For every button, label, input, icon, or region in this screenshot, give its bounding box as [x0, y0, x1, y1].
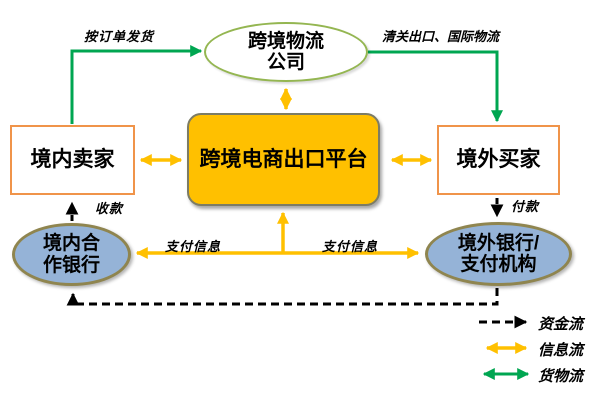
- node-logistics-company-label-line1: 跨境物流: [247, 30, 324, 52]
- legend-item-goods-flow: 货物流: [538, 368, 584, 385]
- node-export-platform: 跨境电商出口平台: [187, 113, 380, 206]
- edge-label-receive-payment: 收款: [95, 201, 124, 216]
- node-overseas-buyer-label: 境外买家: [456, 148, 541, 172]
- funds-flow-overseas-to-domestic-bank-arrow: [66, 288, 499, 306]
- node-overseas-bank-label-line2: 支付机构: [460, 254, 537, 275]
- node-domestic-partner-bank-label-line1: 境内合: [42, 233, 100, 255]
- node-overseas-bank-label-line1: 境外银行/: [457, 232, 540, 254]
- edge-label-customs-intl-logistics: 清关出口、国际物流: [382, 29, 500, 44]
- edge-label-payment-info-right: 支付信息: [322, 239, 379, 254]
- edge-label-ship-by-order: 按订单发货: [84, 29, 155, 44]
- goods-flow-seller-to-logistics-arrow: [70, 45, 203, 124]
- edge-label-make-payment: 付款: [511, 199, 540, 214]
- node-logistics-company-label-line2: 公司: [266, 52, 305, 73]
- node-domestic-seller-label: 境内卖家: [30, 148, 115, 172]
- node-logistics-company: 跨境物流 公司: [204, 22, 368, 82]
- node-domestic-seller: 境内卖家: [10, 125, 135, 195]
- edge-label-payment-info-left: 支付信息: [165, 239, 222, 254]
- node-overseas-bank: 境外银行/ 支付机构: [425, 222, 572, 286]
- goods-flow-logistics-to-buyer-arrow: [368, 50, 503, 123]
- node-overseas-buyer: 境外买家: [437, 125, 560, 195]
- node-export-platform-label: 跨境电商出口平台: [199, 147, 368, 171]
- node-domestic-partner-bank: 境内合 作银行: [12, 223, 131, 286]
- node-domestic-partner-bank-label-line2: 作银行: [42, 254, 100, 276]
- legend-item-funds-flow: 资金流: [538, 316, 584, 333]
- legend-item-info-flow: 信息流: [538, 342, 584, 359]
